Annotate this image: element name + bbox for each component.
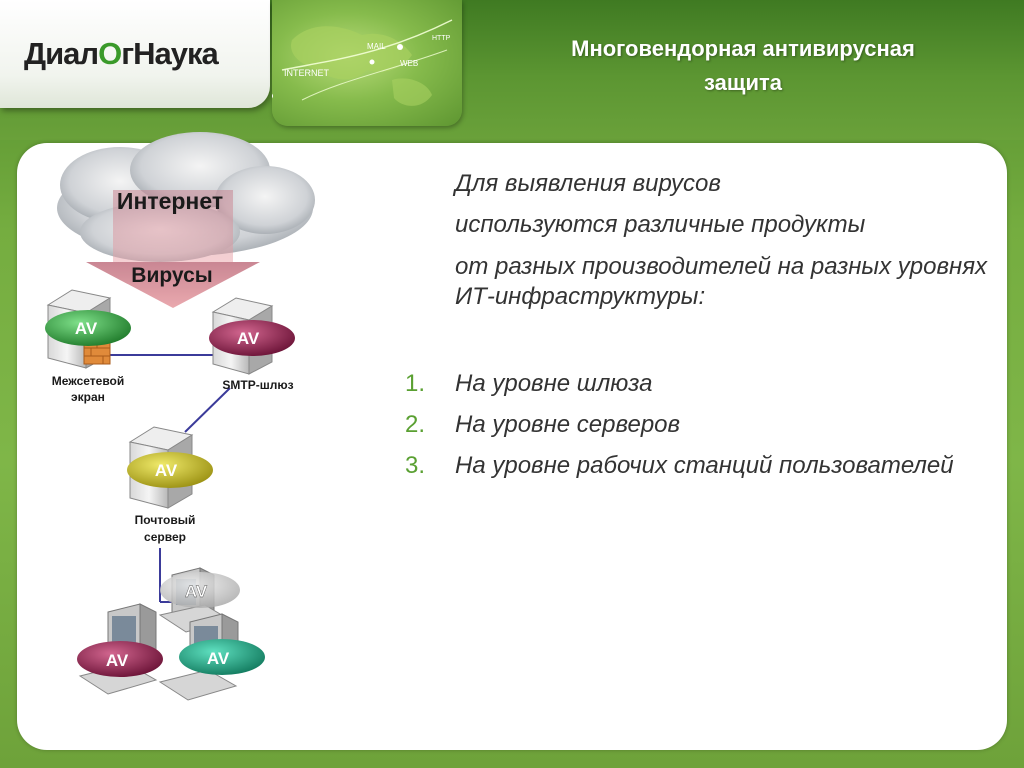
list-item-number: 2. xyxy=(405,411,426,438)
list-item-text: На уровне рабочих станций пользователей xyxy=(455,452,954,479)
list-item-text: На уровне шлюза xyxy=(455,370,653,397)
intro-line-3: от разных производителей на разных уровн… xyxy=(455,253,988,310)
intro-line-1: Для выявления вирусов xyxy=(455,170,721,197)
company-logo: ДиалОгНаука xyxy=(24,36,219,71)
title-line-2: защита xyxy=(704,70,782,95)
list-item-number: 1. xyxy=(405,370,426,397)
map-label-web: WEB xyxy=(400,59,418,68)
list-item-number: 3. xyxy=(405,452,426,479)
title-line-1: Многовендорная антивирусная xyxy=(571,36,915,61)
map-label-internet: INTERNET xyxy=(284,68,330,78)
world-map-graphic: MAIL HTTP WEB INTERNET xyxy=(272,0,462,126)
intro-line-2: используются различные продукты xyxy=(455,211,866,238)
logo-panel: ДиалОгНаука xyxy=(0,0,270,108)
list-item-text: На уровне серверов xyxy=(455,411,681,438)
map-label-mail: MAIL xyxy=(367,42,386,51)
map-label-http: HTTP xyxy=(432,35,451,42)
slide-title: Многовендорная антивирусная защита xyxy=(490,32,996,100)
